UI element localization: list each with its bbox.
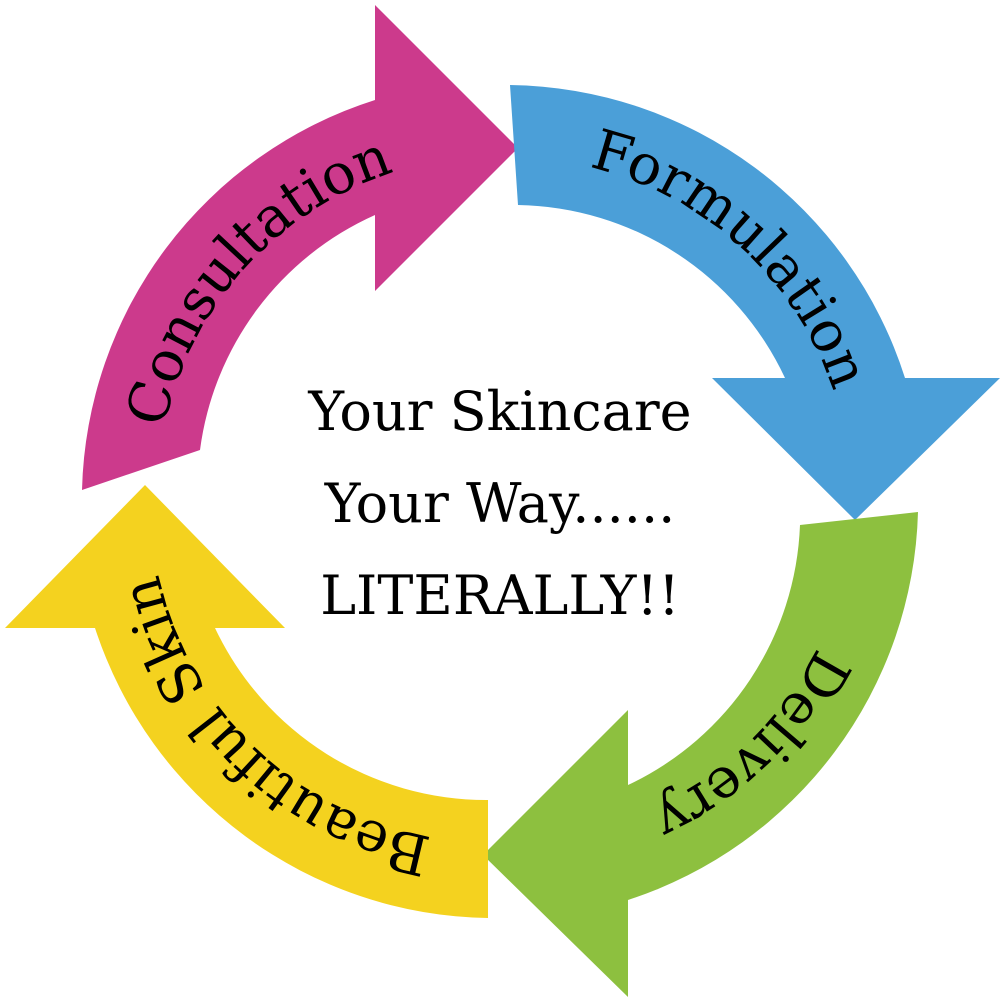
- center-tagline: Your Skincare Your Way...... LITERALLY!!: [307, 380, 691, 627]
- arrow-consultation-shape: [82, 5, 518, 490]
- center-line-1: Your Skincare: [307, 380, 691, 443]
- arrow-delivery-shape: [483, 512, 918, 997]
- center-line-2: Your Way......: [324, 472, 676, 535]
- arrow-formulation-shape: [510, 85, 1000, 520]
- center-line-3: LITERALLY!!: [320, 564, 680, 627]
- arrow-formulation: Formulation: [510, 85, 1000, 520]
- arrow-beautiful-skin: Beautiful Skin: [5, 485, 488, 918]
- arrow-beautiful-skin-shape: [5, 485, 488, 918]
